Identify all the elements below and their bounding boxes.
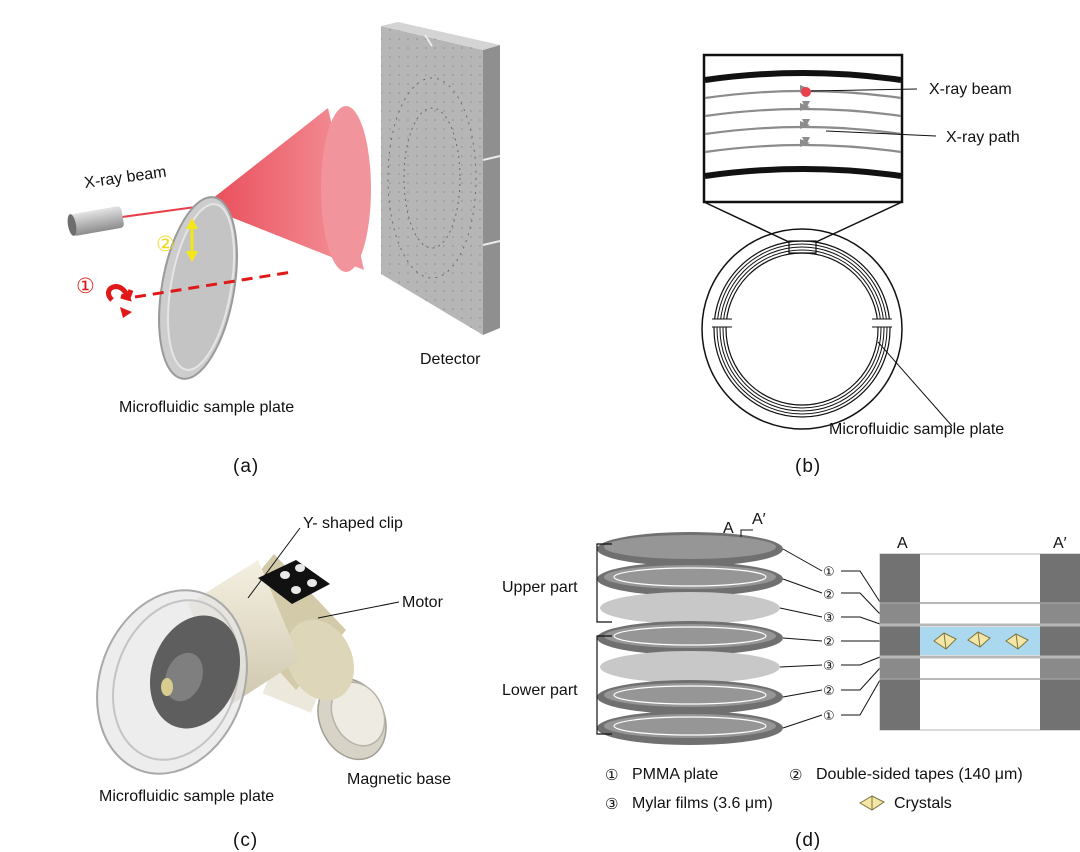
layer-number-3: ③ (823, 611, 835, 626)
rotation-axis (134, 270, 293, 299)
panel-a: ② ① X-ray beam Detector Microfluidic sam… (67, 22, 501, 477)
sample-plate-c (96, 589, 248, 775)
legend: ① PMMA plate ② Double-sided tapes (140 μ… (605, 766, 1023, 813)
crystal-icons (933, 631, 1029, 650)
legend-text-3: Mylar films (3.6 μm) (632, 795, 773, 812)
layer-leaders (779, 548, 823, 729)
layer-number-1: ① (823, 565, 835, 580)
legend-mark-3: ③ (605, 795, 618, 813)
section-leaders (841, 570, 881, 716)
layer-number-7: ① (823, 709, 835, 724)
layer-number-5: ③ (823, 659, 835, 674)
section-label-a-prime: A′ (1053, 535, 1067, 552)
sample-plate-b (701, 228, 903, 430)
sample-plate-label-c: Microfluidic sample plate (99, 788, 274, 805)
xray-source (67, 206, 124, 236)
layer-number-4: ② (823, 635, 835, 650)
panel-b: X-ray beam X-ray path Microfluidic sampl… (701, 53, 1020, 477)
marker-1: ① (76, 275, 95, 298)
detector-label: Detector (420, 351, 481, 368)
legend-text-4: Crystals (894, 795, 952, 812)
sample-plate-label-b: Microfluidic sample plate (829, 421, 1004, 438)
layer-1-top (597, 532, 783, 566)
caption-c: (c) (233, 830, 258, 851)
panel-c: Y- shaped clip Motor Microfluidic sample… (96, 515, 451, 851)
xray-path-label: X-ray path (946, 129, 1020, 146)
rotation-arrow-icon (106, 284, 134, 302)
clip-label: Y- shaped clip (303, 515, 403, 532)
motor-label: Motor (402, 594, 444, 611)
lower-part-label: Lower part (502, 682, 578, 699)
layer-3-lower (600, 651, 780, 683)
crystal-legend-icon (859, 795, 885, 811)
legend-text-1: PMMA plate (632, 766, 718, 783)
layer-number-markers: ① ② ③ ② ③ ② ① (823, 565, 835, 724)
upper-part-label: Upper part (502, 579, 578, 596)
rotation-arrowhead-icon (120, 307, 132, 318)
layer-stack (597, 532, 783, 745)
sample-plate-label-a: Microfluidic sample plate (119, 399, 294, 416)
zoom-box (702, 53, 904, 204)
caption-a: (a) (233, 456, 259, 477)
legend-mark-2: ② (789, 766, 802, 784)
y-shaped-clip (258, 560, 330, 604)
panel-d: Upper part Lower part A A′ ① ② ③ ② ③ ② ① (502, 511, 1080, 851)
layer-3-upper (600, 592, 780, 624)
legend-mark-1: ① (605, 766, 618, 784)
section-a-prime: A′ (752, 511, 766, 528)
layer-number-2: ② (823, 588, 835, 603)
xray-beam-label-b: X-ray beam (929, 81, 1012, 98)
xray-beam-label: X-ray beam (83, 164, 167, 192)
detector (381, 22, 501, 335)
magnetic-base-label: Magnetic base (347, 771, 451, 788)
caption-d: (d) (795, 830, 821, 851)
beam-spot (801, 87, 811, 97)
legend-text-2: Double-sided tapes (140 μm) (816, 766, 1023, 783)
layer-number-6: ② (823, 684, 835, 699)
xray-beam-line (121, 205, 204, 218)
caption-b: (b) (795, 456, 821, 477)
layer-2-lower (597, 680, 783, 714)
cross-section: A A′ (879, 535, 1080, 731)
section-a: A (723, 520, 734, 537)
layer-2-mid (597, 621, 783, 655)
section-label-a: A (897, 535, 908, 552)
translation-arrow-icon (186, 218, 198, 262)
layer-1-bottom (597, 711, 783, 745)
diffraction-cone (203, 106, 371, 272)
path-arrows (800, 85, 810, 147)
layer-2-upper (597, 562, 783, 596)
marker-2: ② (156, 233, 175, 256)
